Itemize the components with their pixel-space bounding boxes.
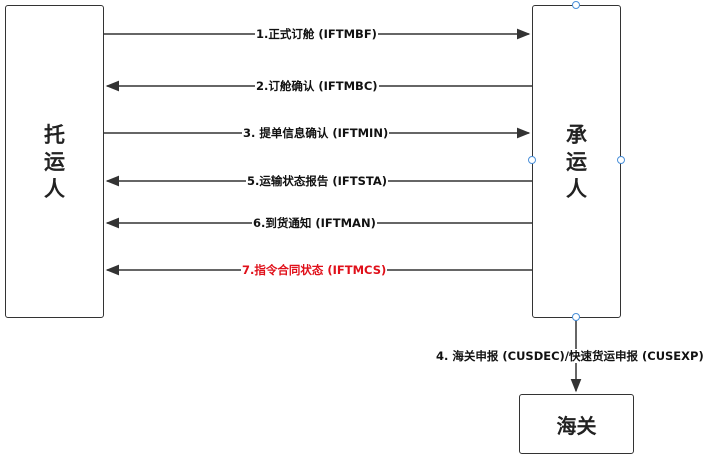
selection-handle[interactable]: [528, 156, 536, 164]
message-label-3: 3. 提单信息确认 (IFTMIN): [242, 126, 390, 140]
message-label-5: 5.运输状态报告 (IFTSTA): [246, 174, 388, 188]
carrier-label: 承 运 人: [533, 122, 620, 203]
selection-handle[interactable]: [617, 156, 625, 164]
message-label-6: 6.到货通知 (IFTMAN): [252, 216, 377, 230]
customs-message-label: 4. 海关申报 (CUSDEC)/快速货运申报 (CUSEXP): [435, 349, 705, 363]
shipper-node: 托 运 人: [5, 5, 104, 318]
selection-handle[interactable]: [572, 313, 580, 321]
selection-handle[interactable]: [572, 1, 580, 9]
customs-node: 海关: [519, 394, 634, 454]
shipper-char: 人: [44, 177, 65, 201]
carrier-char: 承: [566, 123, 587, 147]
carrier-node: 承 运 人: [532, 5, 621, 318]
message-label-1: 1.正式订舱 (IFTMBF): [255, 27, 378, 41]
message-label-7: 7.指令合同状态 (IFTMCS): [241, 263, 388, 277]
customs-label: 海关: [556, 414, 597, 438]
shipper-label: 托 运 人: [6, 122, 103, 203]
shipper-char: 运: [44, 150, 65, 174]
carrier-char: 人: [566, 177, 587, 201]
message-label-2: 2.订舱确认 (IFTMBC): [255, 79, 379, 93]
shipper-char: 托: [44, 123, 65, 147]
carrier-char: 运: [566, 150, 587, 174]
